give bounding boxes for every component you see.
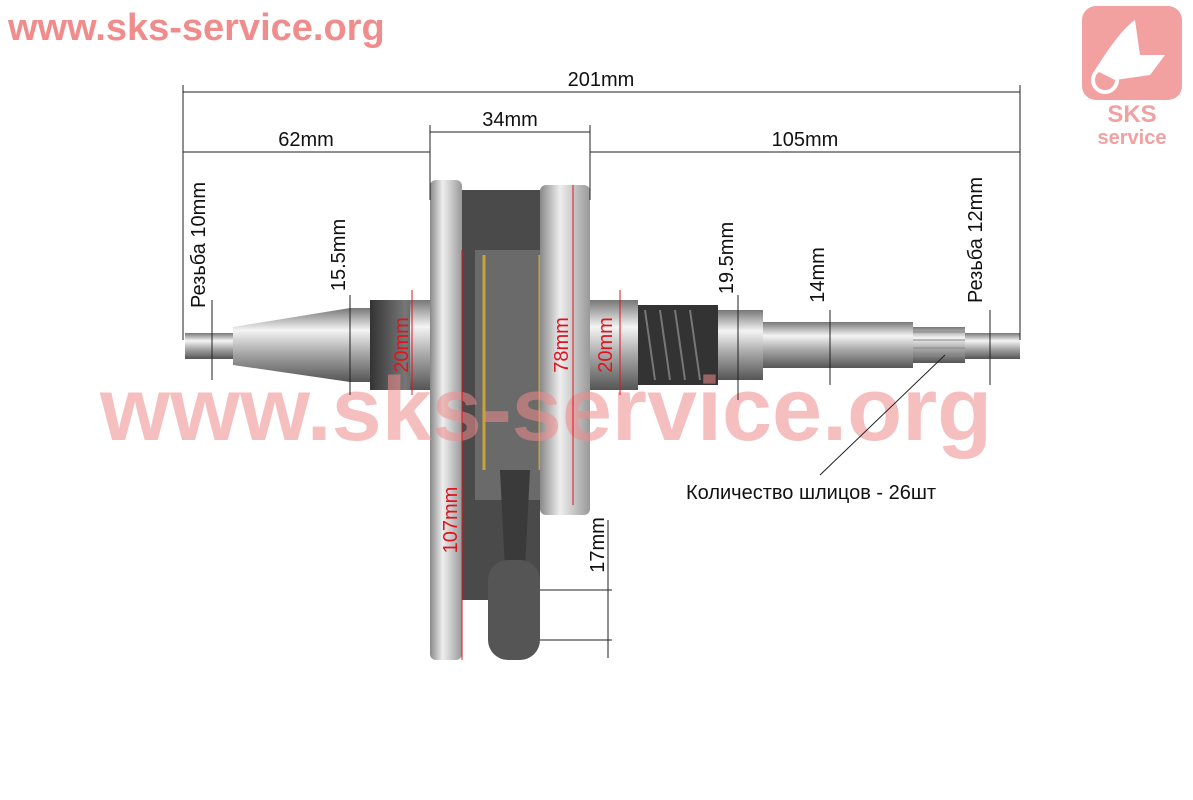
dim-small-end: 17mm — [587, 517, 609, 573]
horizontal-dimensions: 201mm 62mm 34mm 105mm — [182, 69, 1021, 340]
sks-logo: SKS service — [1082, 6, 1182, 149]
spline-count-note: Количество шлицов - 26шт — [686, 482, 936, 504]
dim-right-bearing: 20mm — [595, 317, 617, 373]
dim-left-shaft: 62mm — [278, 129, 334, 151]
dim-total-length: 201mm — [568, 69, 635, 91]
watermark-top: www.sks-service.org — [7, 7, 385, 49]
dim-right-shaft-diameter: 14mm — [807, 247, 829, 303]
logo-text-service: service — [1098, 127, 1167, 149]
dim-left-bearing: 20mm — [391, 317, 413, 373]
vertical-dimensions: Резьба 10mm 15.5mm 20mm 107mm 78mm 20mm … — [188, 177, 991, 660]
logo-text-sks: SKS — [1107, 101, 1156, 128]
crankshaft — [185, 180, 1020, 660]
watermark-center: www.sks-service.org — [99, 360, 992, 460]
spline-leader-line — [819, 354, 946, 476]
dim-right-thread: Резьба 12mm — [965, 177, 987, 303]
dim-right-shaft: 105mm — [772, 129, 839, 151]
dim-left-thread: Резьба 10mm — [188, 182, 210, 308]
dim-left-taper: 15.5mm — [328, 219, 350, 291]
dim-crank-width: 34mm — [482, 109, 538, 131]
dim-inner-height: 78mm — [551, 317, 573, 373]
dim-right-collar: 19.5mm — [716, 222, 738, 294]
dim-flywheel-diameter: 107mm — [440, 487, 462, 554]
